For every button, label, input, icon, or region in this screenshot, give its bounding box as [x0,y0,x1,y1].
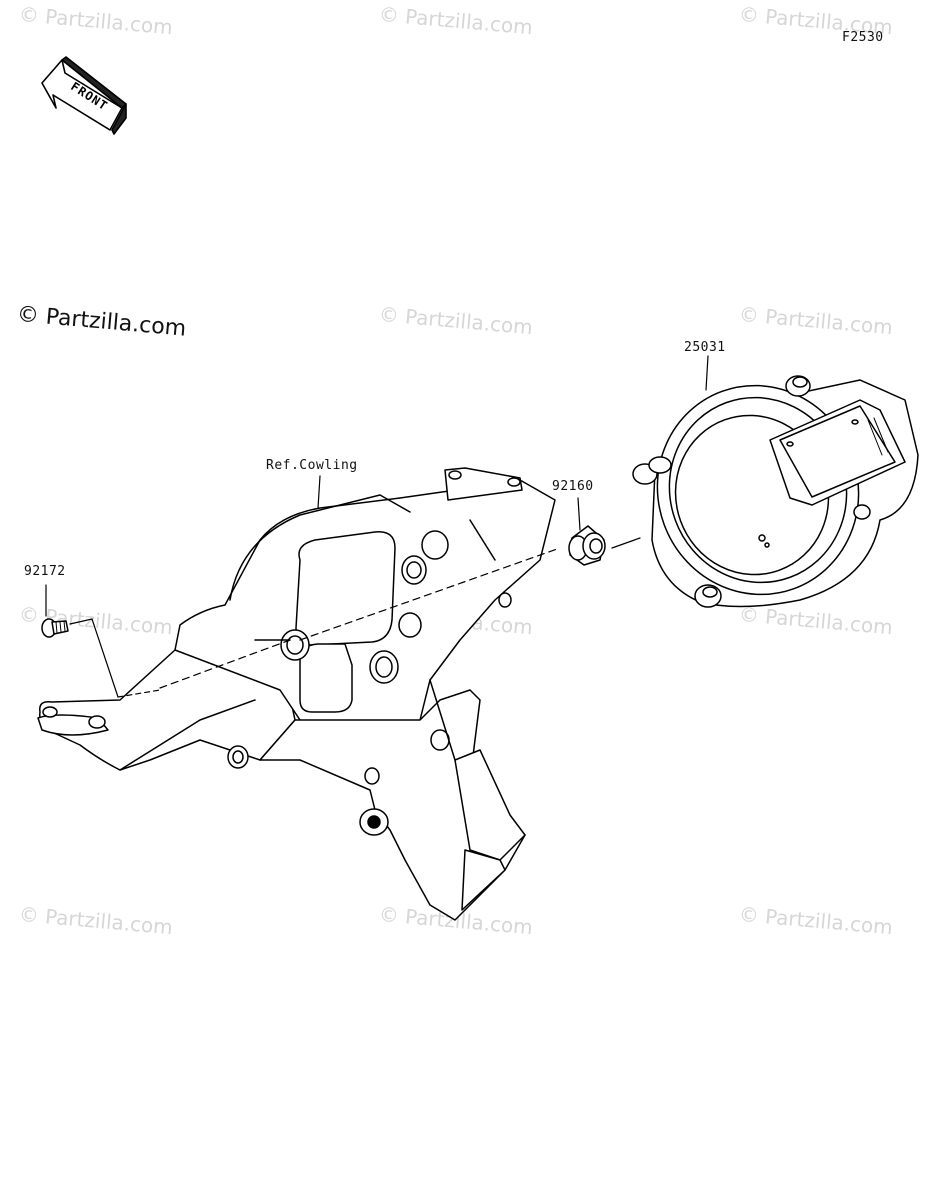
part-number-25031[interactable]: 25031 [684,340,726,355]
bolt-92172[interactable] [41,618,69,638]
part-number-92172[interactable]: 92172 [24,564,66,579]
meter-assembly-25031[interactable] [628,357,919,623]
leader-lines [45,355,709,698]
diagram-code: F2530 [842,30,884,45]
meter-bracket [37,467,556,921]
part-number-92160[interactable]: 92160 [552,479,594,494]
reference-label: Ref.Cowling [266,458,358,473]
grommet-92160[interactable] [568,525,606,566]
